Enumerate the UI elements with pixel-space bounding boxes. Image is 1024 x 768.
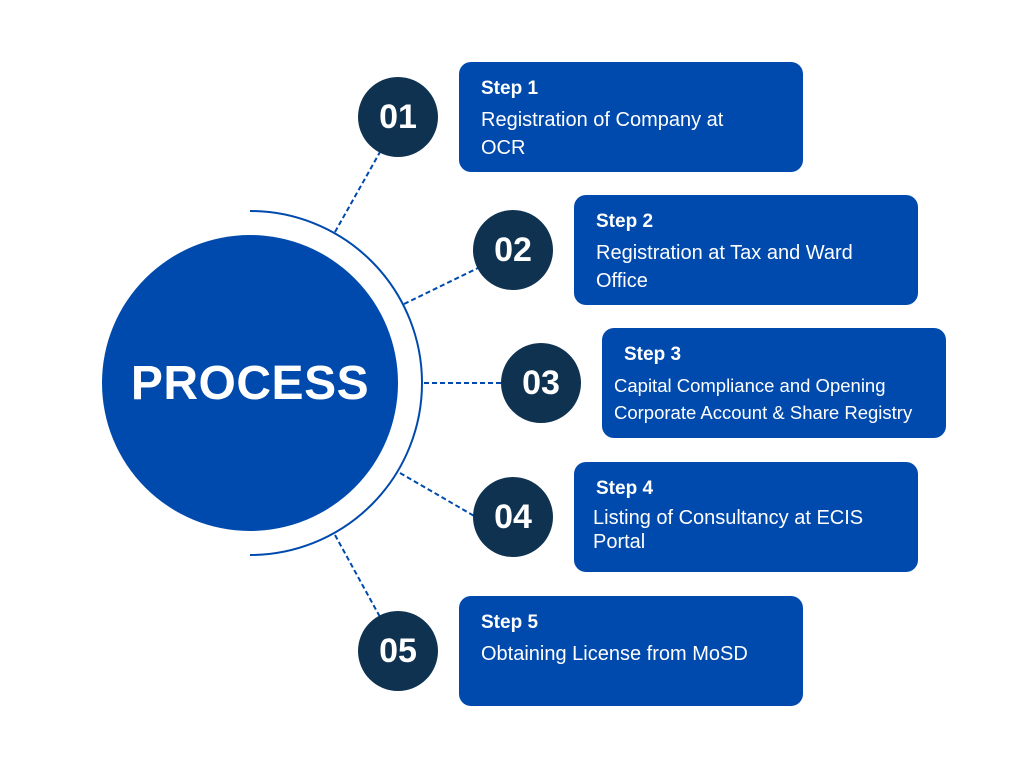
step-card-3: Step 3 Capital Compliance and Opening Co… xyxy=(602,328,946,438)
step-title: Step 4 xyxy=(596,478,654,499)
step-number-2: 02 xyxy=(473,210,553,290)
connector-2 xyxy=(403,267,479,305)
step-card-5: Step 5 Obtaining License from MoSD xyxy=(459,596,803,706)
step-title: Step 5 xyxy=(481,612,539,633)
step-card-2: Step 2 Registration at Tax and Ward Offi… xyxy=(574,195,918,305)
step-description: Listing of Consultancy at ECIS Portal xyxy=(593,507,864,553)
step-number-5: 05 xyxy=(358,611,438,691)
step-number-1: 01 xyxy=(358,77,438,157)
step-description: Registration at Tax and Ward Office xyxy=(596,242,853,292)
outer-arc xyxy=(249,210,423,556)
step-description: Capital Compliance and Opening Corporate… xyxy=(614,375,913,423)
process-circle: PROCESS xyxy=(102,235,398,531)
step-number-3: 03 xyxy=(501,343,581,423)
step-description: Obtaining License from MoSD xyxy=(481,643,748,665)
connector-4 xyxy=(399,472,477,518)
step-title: Step 1 xyxy=(481,78,539,99)
step-card-1: Step 1 Registration of Company at OCR xyxy=(459,62,803,172)
step-title: Step 2 xyxy=(596,211,654,232)
step-card-4: Step 4 Listing of Consultancy at ECIS Po… xyxy=(574,462,918,572)
step-number-4: 04 xyxy=(473,477,553,557)
step-title: Step 3 xyxy=(624,344,682,365)
step-description: Registration of Company at OCR xyxy=(481,109,724,159)
connector-5 xyxy=(334,534,381,618)
connector-1 xyxy=(334,151,381,233)
